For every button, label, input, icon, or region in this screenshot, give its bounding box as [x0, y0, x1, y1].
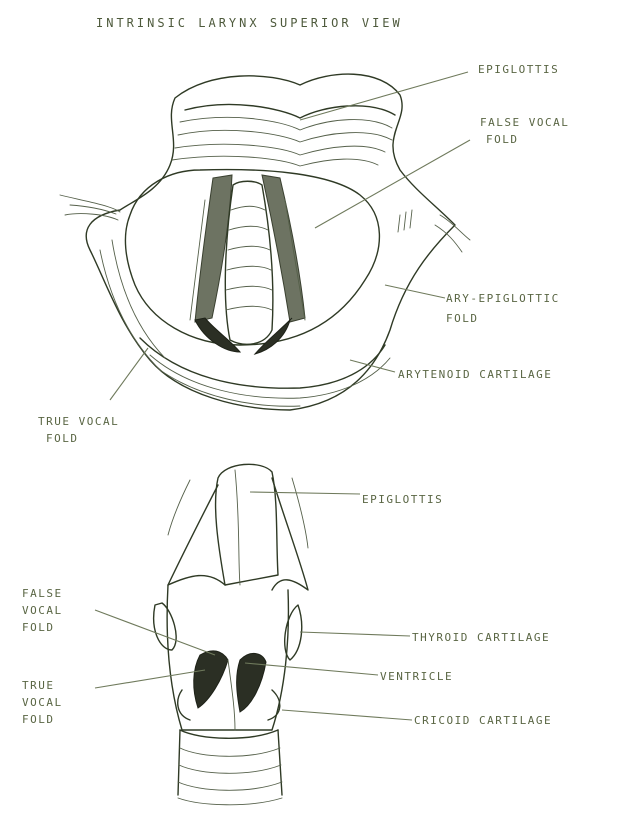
- label-false-vocal-fold-top-line2: FOLD: [486, 133, 519, 146]
- label-ary-epiglottic-fold-line1: ARY-EPIGLOTTIC: [446, 292, 560, 305]
- label-true-vocal-fold-bottom-line1: TRUE: [22, 679, 55, 692]
- label-true-vocal-fold-bottom-line2: VOCAL: [22, 696, 63, 709]
- label-ventricle: VENTRICLE: [380, 670, 453, 683]
- label-epiglottis-top: EPIGLOTTIS: [478, 63, 559, 76]
- label-false-vocal-fold-top-line1: FALSE VOCAL: [480, 116, 569, 129]
- label-true-vocal-fold-bottom-line3: FOLD: [22, 713, 55, 726]
- posterior-view-drawing: [154, 464, 308, 804]
- label-arytenoid-cartilage: ARYTENOID CARTILAGE: [398, 368, 552, 381]
- label-thyroid-cartilage: THYROID CARTILAGE: [412, 631, 550, 644]
- label-ary-epiglottic-fold-line2: FOLD: [446, 312, 479, 325]
- label-true-vocal-fold-top-line1: TRUE VOCAL: [38, 415, 119, 428]
- label-cricoid-cartilage: CRICOID CARTILAGE: [414, 714, 552, 727]
- label-true-vocal-fold-top-line2: FOLD: [46, 432, 79, 445]
- label-false-vocal-fold-bottom-line1: FALSE: [22, 587, 63, 600]
- diagram-title: INTRINSIC LARYNX SUPERIOR VIEW: [96, 16, 403, 30]
- label-false-vocal-fold-bottom-line2: VOCAL: [22, 604, 63, 617]
- label-epiglottis-bottom: EPIGLOTTIS: [362, 493, 443, 506]
- label-false-vocal-fold-bottom-line3: FOLD: [22, 621, 55, 634]
- superior-view-drawing: [60, 74, 470, 410]
